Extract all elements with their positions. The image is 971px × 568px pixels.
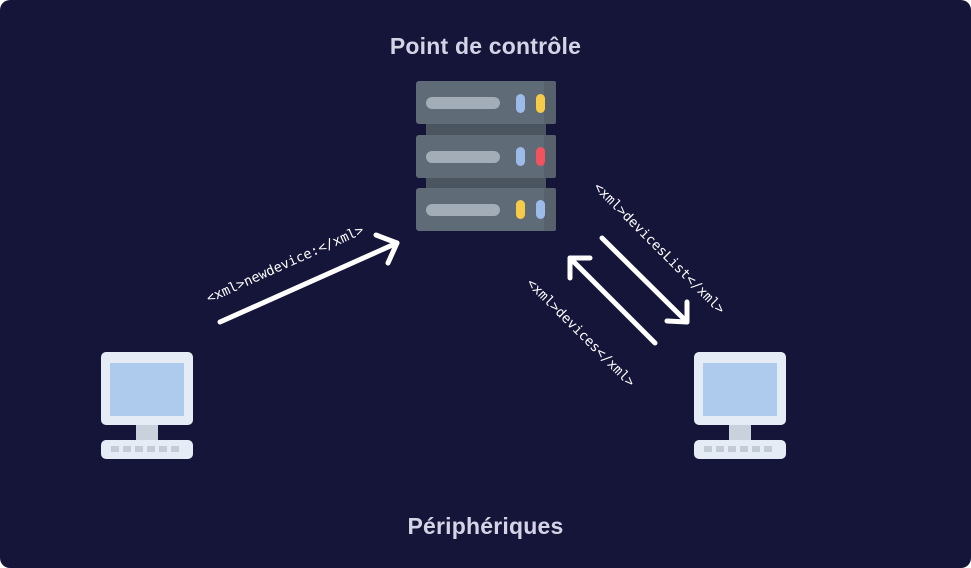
left-computer-icon [101, 352, 193, 459]
control-point-title: Point de contrôle [389, 33, 582, 59]
server-rack-icon [416, 81, 556, 231]
arrow-devices [567, 255, 658, 346]
led-yellow-icon [536, 94, 545, 113]
right-computer-icon [694, 352, 786, 459]
peripherals-title: Périphériques [407, 513, 564, 539]
server-unit-2 [416, 135, 556, 178]
server-unit-3 [416, 188, 556, 231]
led-blue-icon [516, 94, 525, 113]
led-red-icon [536, 147, 545, 166]
server-connector [426, 177, 546, 189]
server-connector [426, 124, 546, 136]
arrow-deviceslist [599, 235, 690, 325]
arrow-newdevice [217, 232, 400, 325]
server-unit-1 [416, 81, 556, 124]
led-yellow-icon [516, 200, 525, 219]
led-blue-icon [516, 147, 525, 166]
led-blue-icon [536, 200, 545, 219]
message-devices: <xml>devices</xml> [523, 276, 638, 391]
